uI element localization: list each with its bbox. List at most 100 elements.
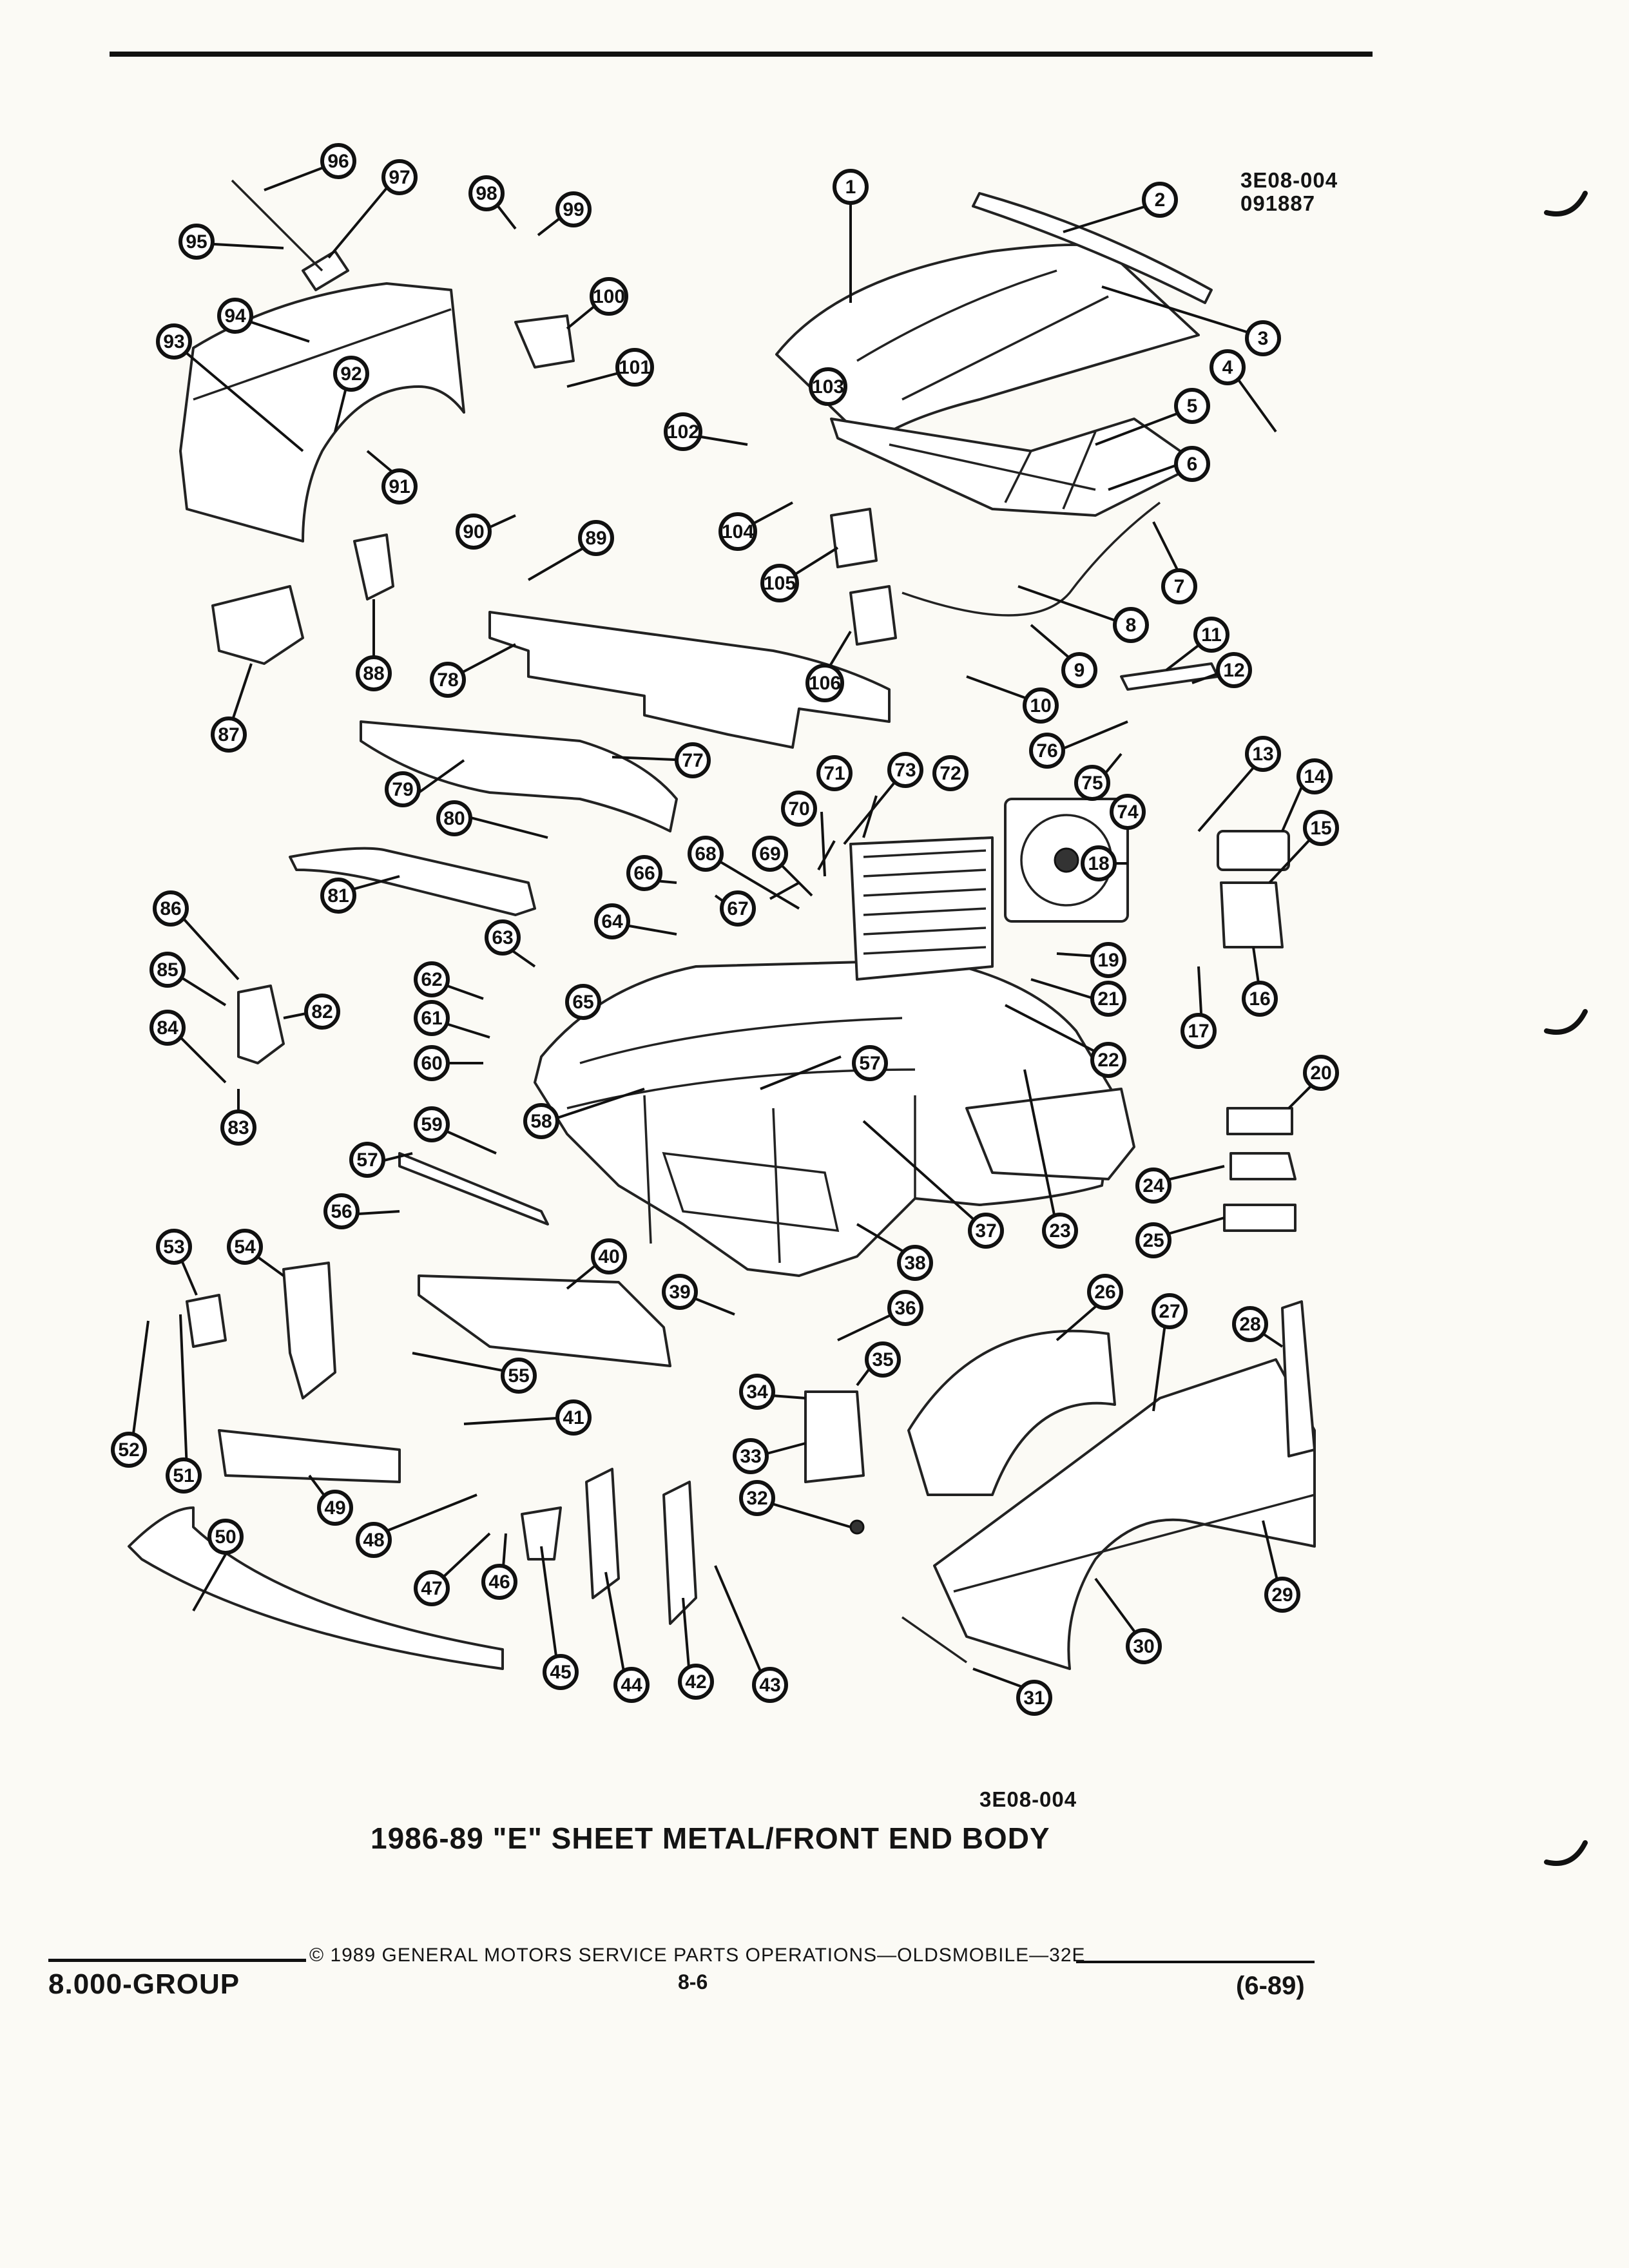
part-motor-100 — [514, 314, 575, 369]
callout-66: 66 — [626, 855, 662, 891]
callout-label: 9 — [1074, 660, 1085, 681]
part-crossbar — [289, 847, 536, 916]
part-front-lower-panel — [360, 720, 678, 832]
callout-15: 15 — [1303, 810, 1339, 846]
callout-label: 24 — [1142, 1175, 1164, 1196]
callout-label: 36 — [894, 1298, 916, 1319]
callout-14: 14 — [1296, 758, 1333, 794]
callout-22: 22 — [1090, 1042, 1126, 1078]
callout-75: 75 — [1074, 765, 1110, 801]
callout-4: 4 — [1210, 349, 1246, 385]
callout-97: 97 — [381, 159, 418, 195]
callout-label: 30 — [1133, 1636, 1154, 1657]
part-coolant-bottle — [1217, 830, 1290, 871]
part-air-deflector — [418, 1274, 671, 1367]
callout-label: 60 — [421, 1053, 442, 1074]
callout-70: 70 — [781, 791, 817, 827]
callout-label: 28 — [1239, 1314, 1260, 1335]
callout-52: 52 — [111, 1432, 147, 1468]
part-radiator — [849, 836, 994, 981]
callout-label: 11 — [1201, 624, 1222, 646]
callout-label: 103 — [812, 376, 844, 398]
callout-24: 24 — [1135, 1168, 1171, 1204]
callout-label: 100 — [593, 286, 625, 307]
callout-label: 92 — [340, 363, 361, 385]
part-hood — [775, 244, 1200, 446]
callout-104: 104 — [718, 512, 757, 551]
part-pad-20 — [1226, 1107, 1293, 1135]
callout-label: 70 — [788, 798, 809, 820]
callout-67: 67 — [720, 890, 756, 927]
callout-label: 49 — [324, 1497, 345, 1519]
part-bracket-54 — [282, 1262, 336, 1399]
part-hood-latch-105 — [830, 508, 878, 568]
callout-label: 63 — [492, 927, 513, 948]
callout-label: 84 — [157, 1017, 178, 1039]
callout-106: 106 — [805, 664, 844, 702]
callout-label: 76 — [1036, 740, 1057, 762]
part-deflector-88 — [353, 533, 394, 601]
callout-label: 101 — [619, 357, 651, 378]
callout-label: 93 — [163, 331, 184, 352]
callout-103: 103 — [809, 367, 847, 406]
callout-72: 72 — [932, 755, 969, 791]
callout-105: 105 — [760, 564, 799, 602]
callout-100: 100 — [590, 277, 628, 316]
callout-label: 78 — [437, 669, 458, 691]
callout-13: 13 — [1245, 736, 1281, 772]
callout-37: 37 — [968, 1213, 1004, 1249]
ref-code-bottom: 3E08-004 — [979, 1787, 1077, 1811]
part-latch-53 — [186, 1294, 227, 1348]
callout-label: 96 — [327, 151, 349, 172]
callout-6: 6 — [1174, 446, 1210, 482]
callout-41: 41 — [555, 1399, 592, 1436]
callout-label: 41 — [563, 1407, 584, 1428]
callout-79: 79 — [385, 771, 421, 807]
callout-48: 48 — [356, 1522, 392, 1558]
callout-57: 57 — [852, 1045, 888, 1081]
callout-5: 5 — [1174, 388, 1210, 424]
callout-label: 15 — [1310, 818, 1331, 839]
callout-26: 26 — [1087, 1274, 1123, 1310]
callout-55: 55 — [501, 1358, 537, 1394]
callout-44: 44 — [613, 1667, 650, 1703]
callout-42: 42 — [678, 1664, 714, 1700]
callout-label: 13 — [1252, 744, 1273, 765]
callout-56: 56 — [323, 1193, 360, 1229]
callout-61: 61 — [414, 1000, 450, 1036]
callout-78: 78 — [430, 662, 466, 698]
callout-74: 74 — [1110, 794, 1146, 830]
callout-3: 3 — [1245, 320, 1281, 356]
callout-label: 38 — [904, 1253, 925, 1274]
part-hood-hinge — [302, 250, 349, 291]
callout-label: 55 — [508, 1365, 529, 1387]
part-left-fender — [179, 282, 465, 543]
callout-label: 80 — [443, 808, 465, 829]
callout-label: 102 — [667, 421, 699, 443]
callout-99: 99 — [555, 191, 592, 227]
callout-89: 89 — [578, 520, 614, 556]
callout-label: 34 — [746, 1381, 768, 1403]
callout-label: 31 — [1023, 1687, 1045, 1709]
callout-label: 64 — [601, 911, 623, 932]
callout-label: 68 — [695, 843, 716, 865]
callout-16: 16 — [1242, 981, 1278, 1017]
callout-label: 85 — [157, 959, 178, 981]
callout-28: 28 — [1232, 1306, 1268, 1342]
callout-81: 81 — [320, 878, 356, 914]
callout-label: 32 — [746, 1488, 767, 1509]
callout-23: 23 — [1042, 1213, 1078, 1249]
part-hood-strut — [231, 179, 323, 272]
callout-58: 58 — [523, 1103, 559, 1139]
diagram-caption: 1986-89 "E" SHEET METAL/FRONT END BODY — [371, 1821, 1050, 1855]
callout-label: 7 — [1174, 576, 1185, 597]
callout-25: 25 — [1135, 1222, 1171, 1258]
callout-label: 83 — [227, 1117, 249, 1139]
callout-label: 106 — [809, 673, 841, 694]
callout-50: 50 — [207, 1519, 244, 1555]
callout-label: 1 — [845, 177, 856, 198]
callout-label: 62 — [421, 969, 442, 990]
callout-label: 74 — [1117, 802, 1139, 823]
part-hood-latch-106 — [849, 585, 897, 646]
